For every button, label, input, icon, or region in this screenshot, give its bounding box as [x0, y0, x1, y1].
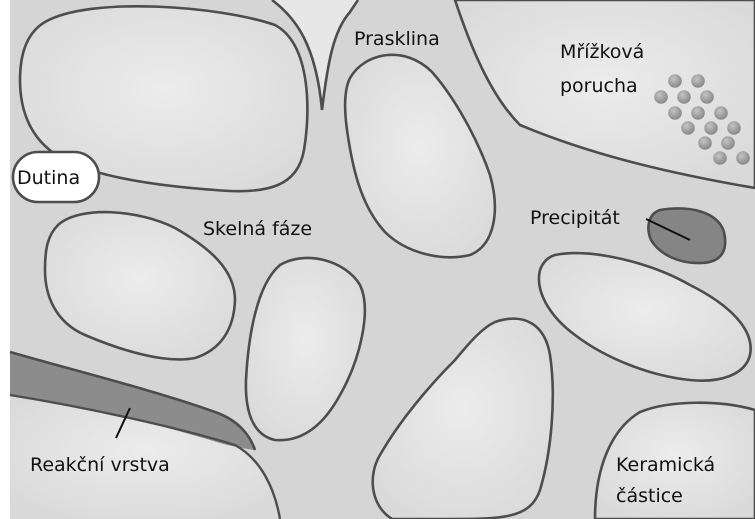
atom — [691, 74, 705, 88]
label-reaction-layer: Reakční vrstva — [30, 454, 170, 476]
atom — [691, 106, 705, 120]
label-lattice-defect-line2: porucha — [560, 75, 638, 97]
atom — [677, 90, 691, 104]
atom — [654, 90, 668, 104]
atom — [721, 136, 735, 150]
atom — [668, 74, 682, 88]
atom — [700, 90, 714, 104]
atom — [714, 106, 728, 120]
atom — [698, 136, 712, 150]
label-crack: Prasklina — [354, 28, 440, 50]
label-precipitate: Precipitát — [530, 207, 620, 229]
label-glass-phase: Skelná fáze — [203, 218, 312, 240]
label-ceramic-particle-line1: Keramická — [616, 454, 715, 476]
label-ceramic-particle-line2: částice — [616, 485, 683, 507]
atom — [713, 151, 727, 165]
label-void: Dutina — [17, 167, 80, 189]
atom — [727, 121, 741, 135]
atom — [668, 106, 682, 120]
atom — [681, 121, 695, 135]
label-lattice-defect-line1: Mřížková — [560, 41, 644, 63]
left-margin — [0, 0, 10, 519]
atom — [736, 151, 750, 165]
atom — [704, 121, 718, 135]
